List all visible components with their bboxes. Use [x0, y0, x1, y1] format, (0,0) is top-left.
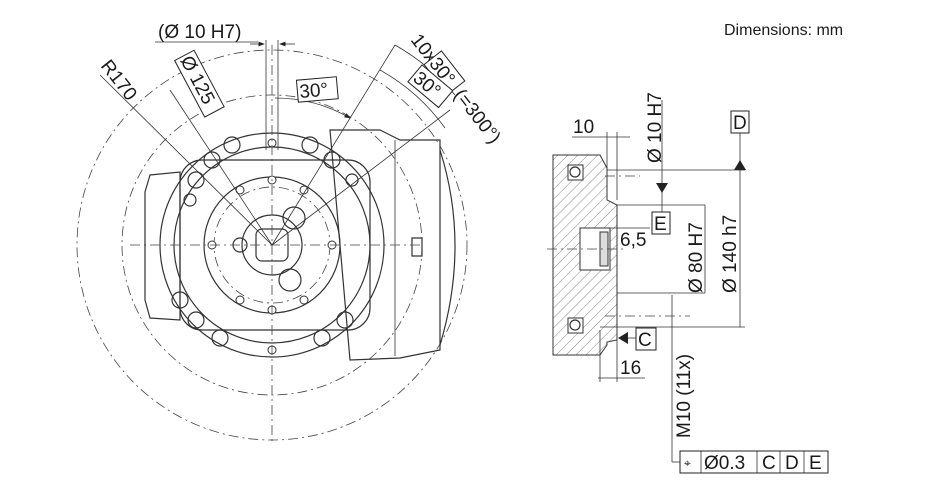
datum-d: D [733, 113, 747, 134]
units-label: Dimensions: mm [724, 22, 843, 39]
dim-16: 16 [620, 358, 641, 379]
dim-10: 10 [573, 117, 594, 138]
datum-c: C [638, 330, 652, 351]
angle-pattern-total: (=300°) [449, 85, 504, 148]
position-icon: ⌖ [684, 456, 691, 470]
tolerance-datum-e: E [809, 453, 822, 474]
radius-dim: R170 [96, 56, 141, 105]
spigot-dim: Ø 140 h7 [720, 215, 741, 293]
tolerance-datum-c: C [762, 453, 776, 474]
tolerance-frame: ⌖ Ø0.3 C D E [679, 450, 829, 474]
side-view: 10 Ø 10 H7 E D Ø 140 h7 Ø 80 H7 6,5 C 16… [547, 92, 829, 474]
front-view: (Ø 10 H7) R170 Ø 125 30° 10x 30° (=300°)… [76, 22, 505, 445]
bore-dim: Ø 80 H7 [686, 222, 707, 293]
tolerance-value: Ø0.3 [704, 453, 745, 474]
angle-30-dim: 30° [299, 80, 329, 103]
pin-hole-dim: (Ø 10 H7) [158, 22, 241, 43]
housing-left [144, 171, 181, 321]
r170-leader [99, 74, 273, 246]
pin-dia-dim: Ø 10 H7 [645, 92, 666, 163]
thread-dim: M10 (11x) [674, 354, 695, 438]
datum-e: E [654, 214, 667, 235]
housing-right [329, 129, 441, 361]
bolt-circle-dim: Ø 125 [176, 52, 219, 108]
tolerance-datum-d: D [785, 453, 799, 474]
dim-6-5: 6,5 [620, 230, 646, 251]
